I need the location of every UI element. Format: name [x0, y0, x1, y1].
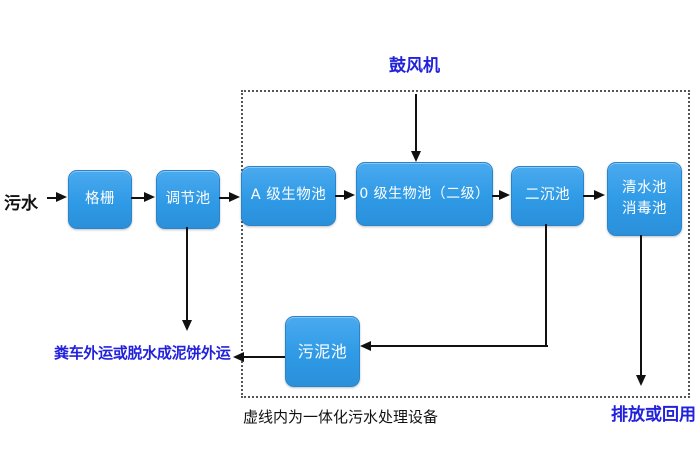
arrow-regulating-down-line [186, 227, 188, 321]
arrow-obio-to-sed-line [492, 195, 501, 197]
arrow-sed-to-sludge-head [360, 341, 371, 351]
arrow-regulating-to-abio-head [229, 192, 240, 202]
arrow-sed-to-sludge-vline [545, 224, 547, 347]
arrow-grid-to-regulating-head [144, 192, 155, 202]
node-sludge-tank-label: 污泥池 [297, 341, 348, 361]
clean-water-line: 清水池 [622, 179, 667, 196]
arrow-influent-to-grid-head [56, 192, 67, 202]
influent-label: 污水 [4, 194, 38, 214]
node-clean-water-disinfection-tank-label: 清水池 消毒池 [622, 178, 667, 220]
arrow-influent-to-grid-line [47, 197, 57, 199]
node-clean-water-disinfection-tank: 清水池 消毒池 [607, 162, 682, 236]
disinfection-line: 消毒池 [622, 201, 667, 217]
equipment-dashed-boundary [241, 90, 690, 398]
node-regulating-tank-label: 调节池 [165, 190, 211, 207]
arrow-sludge-to-disposal-head [233, 352, 244, 362]
node-grid: 格栅 [68, 170, 132, 229]
arrow-sed-to-clean-line [583, 195, 595, 197]
dashed-region-caption: 虚线内为一体化污水处理设备 [243, 408, 439, 426]
arrow-abio-to-obio-line [335, 195, 345, 197]
node-secondary-sedimentation-tank-label: 二沉池 [525, 187, 570, 204]
arrow-regulating-to-abio-line [219, 197, 230, 199]
node-a-bio-tank: A 级生物池 [241, 166, 336, 226]
node-o-bio-tank: 0 级生物池（二级） [356, 162, 493, 226]
arrow-blower-to-obio-line [415, 94, 417, 152]
arrow-clean-to-discharge-line [640, 235, 642, 376]
arrow-blower-to-obio-head [411, 151, 421, 162]
arrow-clean-to-discharge-head [636, 375, 646, 386]
arrow-regulating-down-head [182, 320, 192, 331]
node-o-bio-tank-label: 0 级生物池（二级） [359, 185, 490, 202]
arrow-obio-to-sed-head [499, 190, 510, 200]
node-secondary-sedimentation-tank: 二沉池 [511, 166, 584, 226]
discharge-label: 排放或回用 [611, 405, 696, 425]
node-a-bio-tank-label: A 级生物池 [250, 187, 327, 204]
node-regulating-tank: 调节池 [156, 170, 220, 229]
node-sludge-tank: 污泥池 [285, 316, 360, 387]
arrow-sludge-to-disposal-line [244, 356, 285, 358]
arrow-abio-to-obio-head [344, 190, 355, 200]
arrow-grid-to-regulating-line [131, 197, 145, 199]
sludge-disposal-label: 粪车外运或脱水成泥饼外运 [54, 344, 231, 362]
node-grid-label: 格栅 [85, 190, 115, 207]
arrow-sed-to-clean-head [594, 190, 605, 200]
blower-label: 鼓风机 [389, 56, 440, 76]
arrow-sed-to-sludge-hline [371, 345, 548, 347]
